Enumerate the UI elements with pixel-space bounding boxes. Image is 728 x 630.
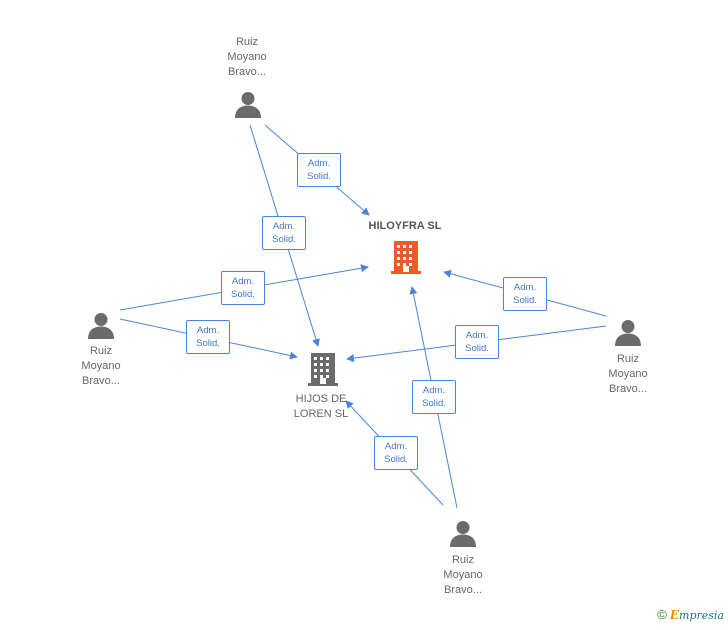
edge-label-p1-c1[interactable]: Adm. Solid. — [297, 153, 341, 187]
edge-label-line: Solid. — [272, 234, 296, 245]
edge-label-line: Adm. — [231, 276, 255, 287]
person-name-line: Bravo... — [609, 383, 647, 395]
person-icon[interactable] — [87, 311, 115, 344]
company-name-line: HILOYFRA SL — [368, 220, 442, 232]
company-name-line: LOREN SL — [293, 408, 349, 420]
company-name-line: HIJOS DE — [295, 393, 347, 405]
edge-label-p4-c2[interactable]: Adm. Solid. — [374, 436, 418, 470]
edge-label-p2-c2[interactable]: Adm. Solid. — [186, 320, 230, 354]
person-name-line: Ruiz — [616, 353, 639, 365]
edge-label-line: Solid. — [513, 295, 537, 306]
empresia-logo[interactable]: Empresia — [670, 608, 724, 622]
edge-label-line: Adm. — [272, 221, 296, 232]
edge-label-line: Adm. — [307, 158, 331, 169]
edge-label-line: Solid. — [465, 343, 489, 354]
person-icon[interactable] — [234, 90, 262, 123]
person-name-line: Bravo... — [82, 375, 120, 387]
edge-label-line: Adm. — [513, 282, 537, 293]
edge-label-p2-c1[interactable]: Adm. Solid. — [221, 271, 265, 305]
edge-label-line: Adm. — [465, 330, 489, 341]
building-icon[interactable] — [390, 240, 422, 279]
person-icon[interactable] — [614, 318, 642, 351]
edge-label-line: Solid. — [384, 454, 408, 465]
brand-name: mpresia — [679, 608, 724, 622]
edge-label-line: Solid. — [307, 171, 331, 182]
edges-layer — [119, 124, 607, 509]
company-label-c1[interactable]: HILOYFRA SL — [345, 219, 465, 234]
edge-label-line: Adm. — [196, 325, 220, 336]
person-name-line: Moyano — [81, 360, 121, 372]
company-label-c2[interactable]: HIJOS DE LOREN SL — [261, 392, 381, 422]
brand-initial: E — [669, 607, 680, 622]
footer-credit: © Empresia — [657, 607, 724, 622]
building-icon[interactable] — [307, 352, 339, 391]
person-name-line: Moyano — [227, 51, 267, 63]
person-name-line: Ruiz — [451, 554, 474, 566]
edge-label-line: Solid. — [196, 338, 220, 349]
person-name-line: Moyano — [443, 569, 483, 581]
person-name-line: Ruiz — [89, 345, 112, 357]
person-name-line: Ruiz — [235, 36, 258, 48]
edge-label-line: Solid. — [422, 398, 446, 409]
person-name-line: Bravo... — [228, 66, 266, 78]
edge-label-line: Adm. — [422, 385, 446, 396]
edge-label-p4-c1[interactable]: Adm. Solid. — [412, 380, 456, 414]
edge-label-p3-c2[interactable]: Adm. Solid. — [455, 325, 499, 359]
edge-label-p1-c2[interactable]: Adm. Solid. — [262, 216, 306, 250]
person-icon[interactable] — [449, 519, 477, 552]
copyright-symbol: © — [657, 607, 667, 622]
edge-label-line: Solid. — [231, 289, 255, 300]
person-name-line: Moyano — [608, 368, 648, 380]
edge-label-p3-c1[interactable]: Adm. Solid. — [503, 277, 547, 311]
person-name-line: Bravo... — [444, 584, 482, 596]
edge-label-line: Adm. — [384, 441, 408, 452]
